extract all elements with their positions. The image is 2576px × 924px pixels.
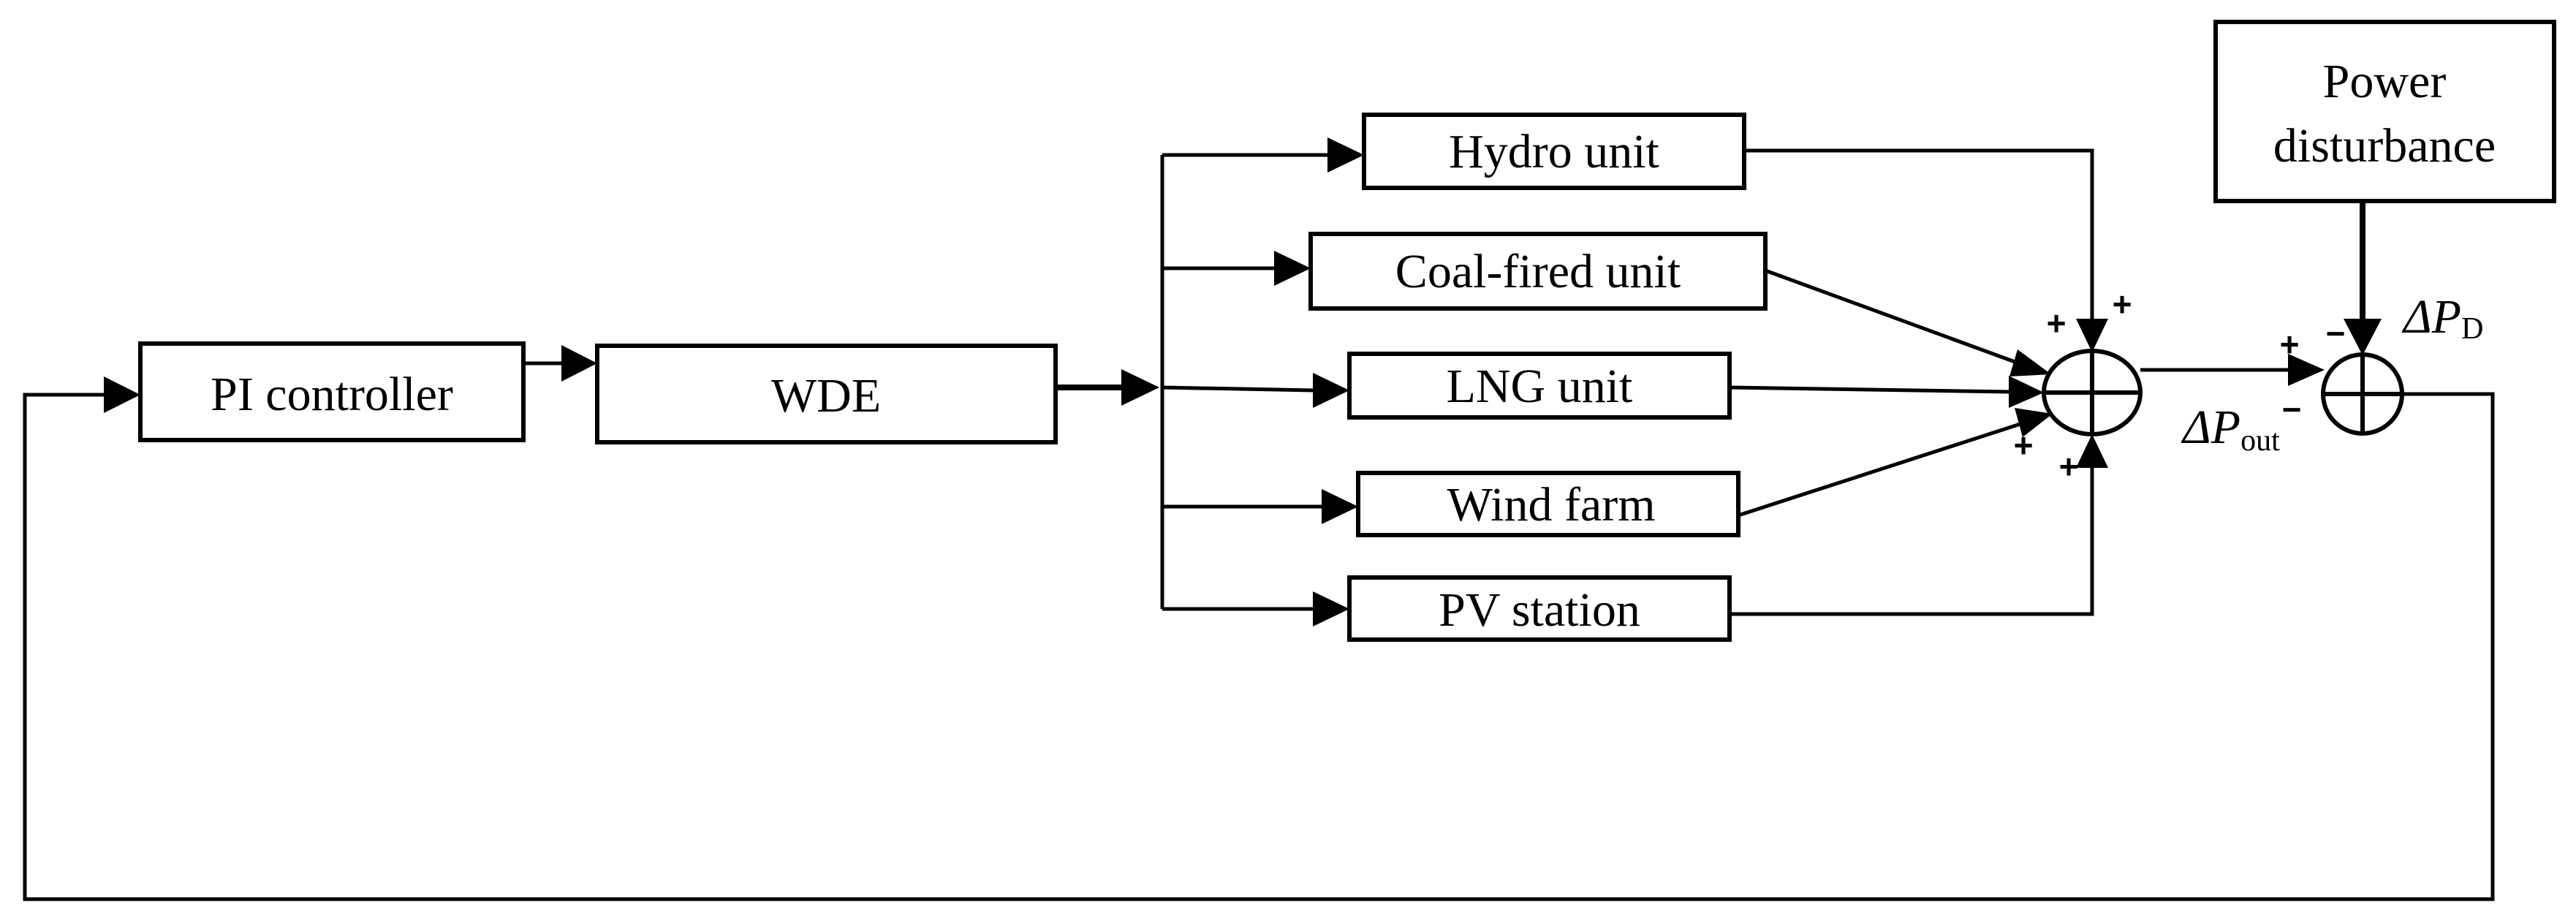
signal-wires [23, 137, 2495, 901]
summing-junction-1 [2042, 349, 2143, 436]
pv-station-label: PV station [1439, 583, 1640, 637]
delta-p-out-subscript: out [2240, 424, 2280, 458]
sign-sum1-lng: + [2012, 346, 2032, 384]
power-disturbance-label-line1: Power [2323, 55, 2447, 108]
wind-farm-label: Wind farm [1447, 478, 1655, 531]
sign-sum2-out-minus: − [2282, 390, 2302, 428]
lng-unit-block: LNG unit [1347, 352, 1732, 420]
sign-sum1-hydro: + [2113, 285, 2132, 323]
sign-sum1-pv: + [2059, 447, 2079, 485]
wde-label: WDE [771, 369, 881, 423]
power-disturbance-label-line2: disturbance [2273, 119, 2496, 173]
hydro-unit-block: Hydro unit [1362, 113, 1746, 190]
delta-p-out-symbol: ΔP [2181, 401, 2240, 454]
pi-controller-label: PI controller [211, 368, 453, 421]
pi-controller-block: PI controller [138, 341, 526, 442]
lng-unit-label: LNG unit [1447, 360, 1633, 413]
summing-junction-2 [2321, 352, 2404, 436]
hydro-unit-label: Hydro unit [1449, 125, 1659, 178]
sign-sum1-coal: + [2047, 304, 2067, 342]
pv-station-block: PV station [1347, 575, 1732, 642]
delta-p-out-label: ΔPout [2181, 401, 2280, 458]
coal-fired-unit-block: Coal-fired unit [1308, 232, 1768, 311]
coal-fired-unit-label: Coal-fired unit [1395, 245, 1681, 298]
sign-sum2-out: + [2280, 325, 2300, 363]
sign-sum2-dist: − [2326, 314, 2346, 352]
wde-block: WDE [595, 344, 1058, 444]
delta-p-d-symbol: ΔP [2401, 290, 2461, 344]
delta-p-d-label: ΔPD [2401, 290, 2483, 346]
power-disturbance-block: Power disturbance [2213, 20, 2556, 203]
sign-sum1-wind: + [2014, 426, 2034, 464]
wind-farm-block: Wind farm [1356, 471, 1740, 537]
delta-p-d-subscript: D [2461, 312, 2483, 346]
